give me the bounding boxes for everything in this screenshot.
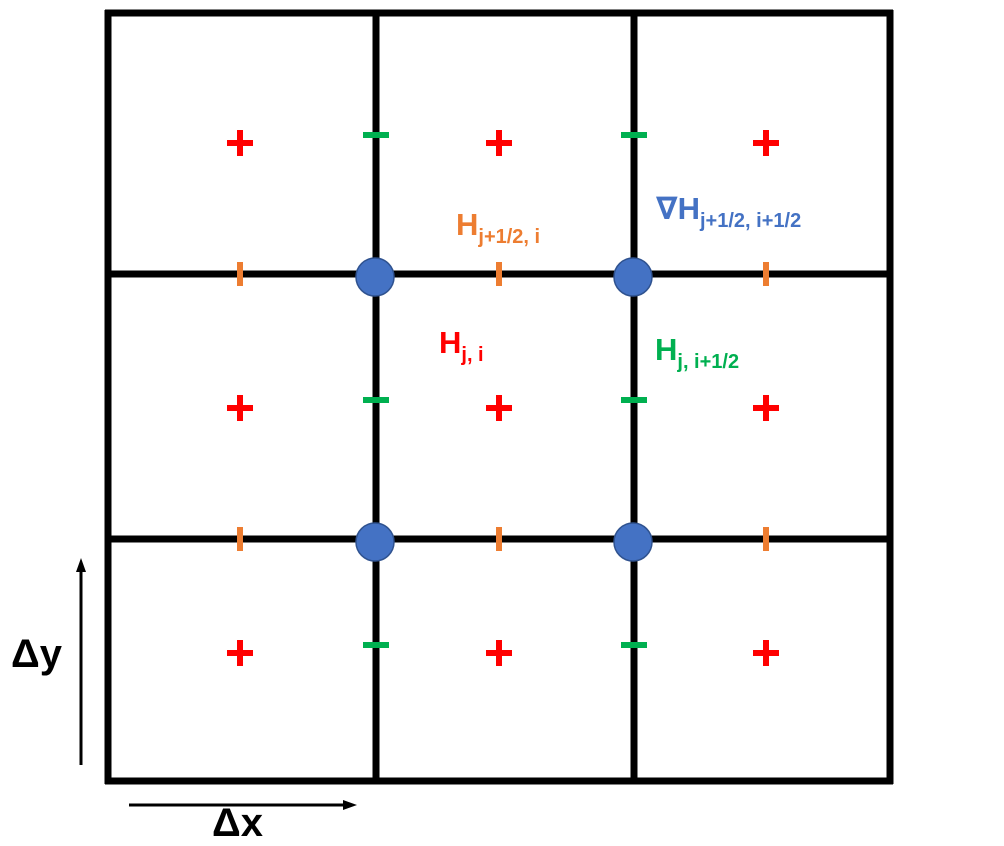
x-face-label-base: H [655, 332, 678, 367]
cell-center-label-subscript: j, i [461, 344, 484, 366]
filled-circle-icon [355, 522, 395, 562]
axis-arrows [76, 558, 357, 810]
cell-center-label: Hj, i [439, 325, 484, 366]
x-face-label-subscript: j, i+1/2 [677, 351, 740, 373]
plus-icon [486, 130, 512, 156]
y-face-label-base: H [456, 207, 479, 242]
vertex-gradient-label-subscript: j+1/2, i+1/2 [700, 210, 802, 232]
plus-icon [227, 130, 253, 156]
y-face-markers [237, 262, 769, 551]
plus-icon [753, 640, 779, 666]
plus-icon [227, 395, 253, 421]
x-axis-label: Δx [212, 801, 263, 845]
x-face-markers [363, 132, 647, 648]
plus-icon [486, 395, 512, 421]
y-axis-arrow-head [76, 558, 86, 572]
filled-circle-icon [613, 522, 653, 562]
y-axis-label: Δy [11, 632, 62, 676]
plus-icon [486, 640, 512, 666]
plus-icon [753, 395, 779, 421]
vertex-gradient-label-base: ∇H [656, 191, 700, 226]
vertex-markers [355, 257, 653, 562]
y-face-label-subscript: j+1/2, i [478, 226, 541, 248]
cell-center-label-base: H [439, 325, 462, 360]
cell-center-markers [227, 130, 779, 666]
filled-circle-icon [355, 257, 395, 297]
x-face-label: Hj, i+1/2 [655, 332, 739, 373]
plus-icon [753, 130, 779, 156]
vertex-gradient-label: ∇Hj+1/2, i+1/2 [656, 191, 801, 232]
y-face-label: Hj+1/2, i [456, 207, 540, 248]
plus-icon [227, 640, 253, 666]
x-axis-arrow-head [343, 800, 357, 810]
filled-circle-icon [613, 257, 653, 297]
